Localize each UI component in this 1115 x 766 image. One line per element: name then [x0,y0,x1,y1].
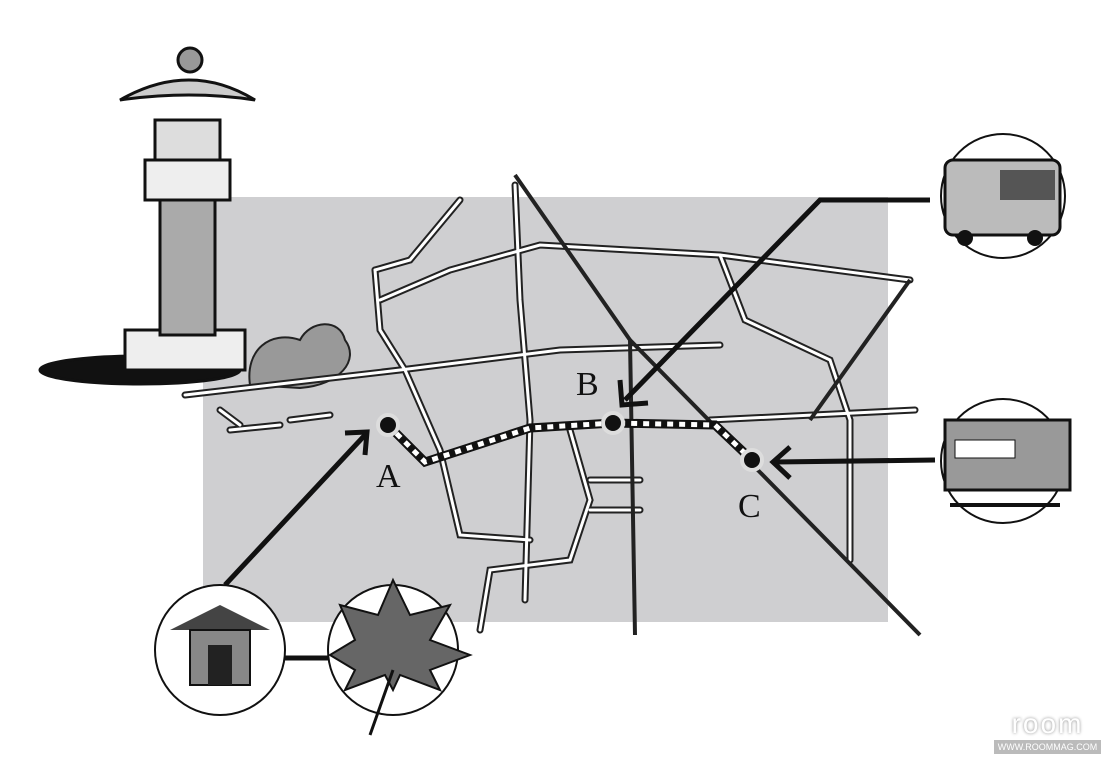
maple-leaf-icon [327,577,473,736]
point-label-c: C [738,488,761,525]
bus-icon [940,133,1066,259]
pointer-arrows [223,197,936,661]
route-dashes [386,420,754,465]
temple-gate-icon [154,584,286,716]
room-logo: room WWW.ROOMMAG.COM [990,710,1105,756]
logo-name: room [1011,708,1084,739]
point-label-a: A [376,458,401,495]
map-area [203,197,888,622]
point-label-b: B [576,366,599,403]
main-roads [513,173,922,637]
logo-url: WWW.ROOMMAG.COM [994,740,1101,754]
route-points [376,411,764,472]
stone-lantern-icon [38,46,256,386]
train-icon [940,398,1072,524]
